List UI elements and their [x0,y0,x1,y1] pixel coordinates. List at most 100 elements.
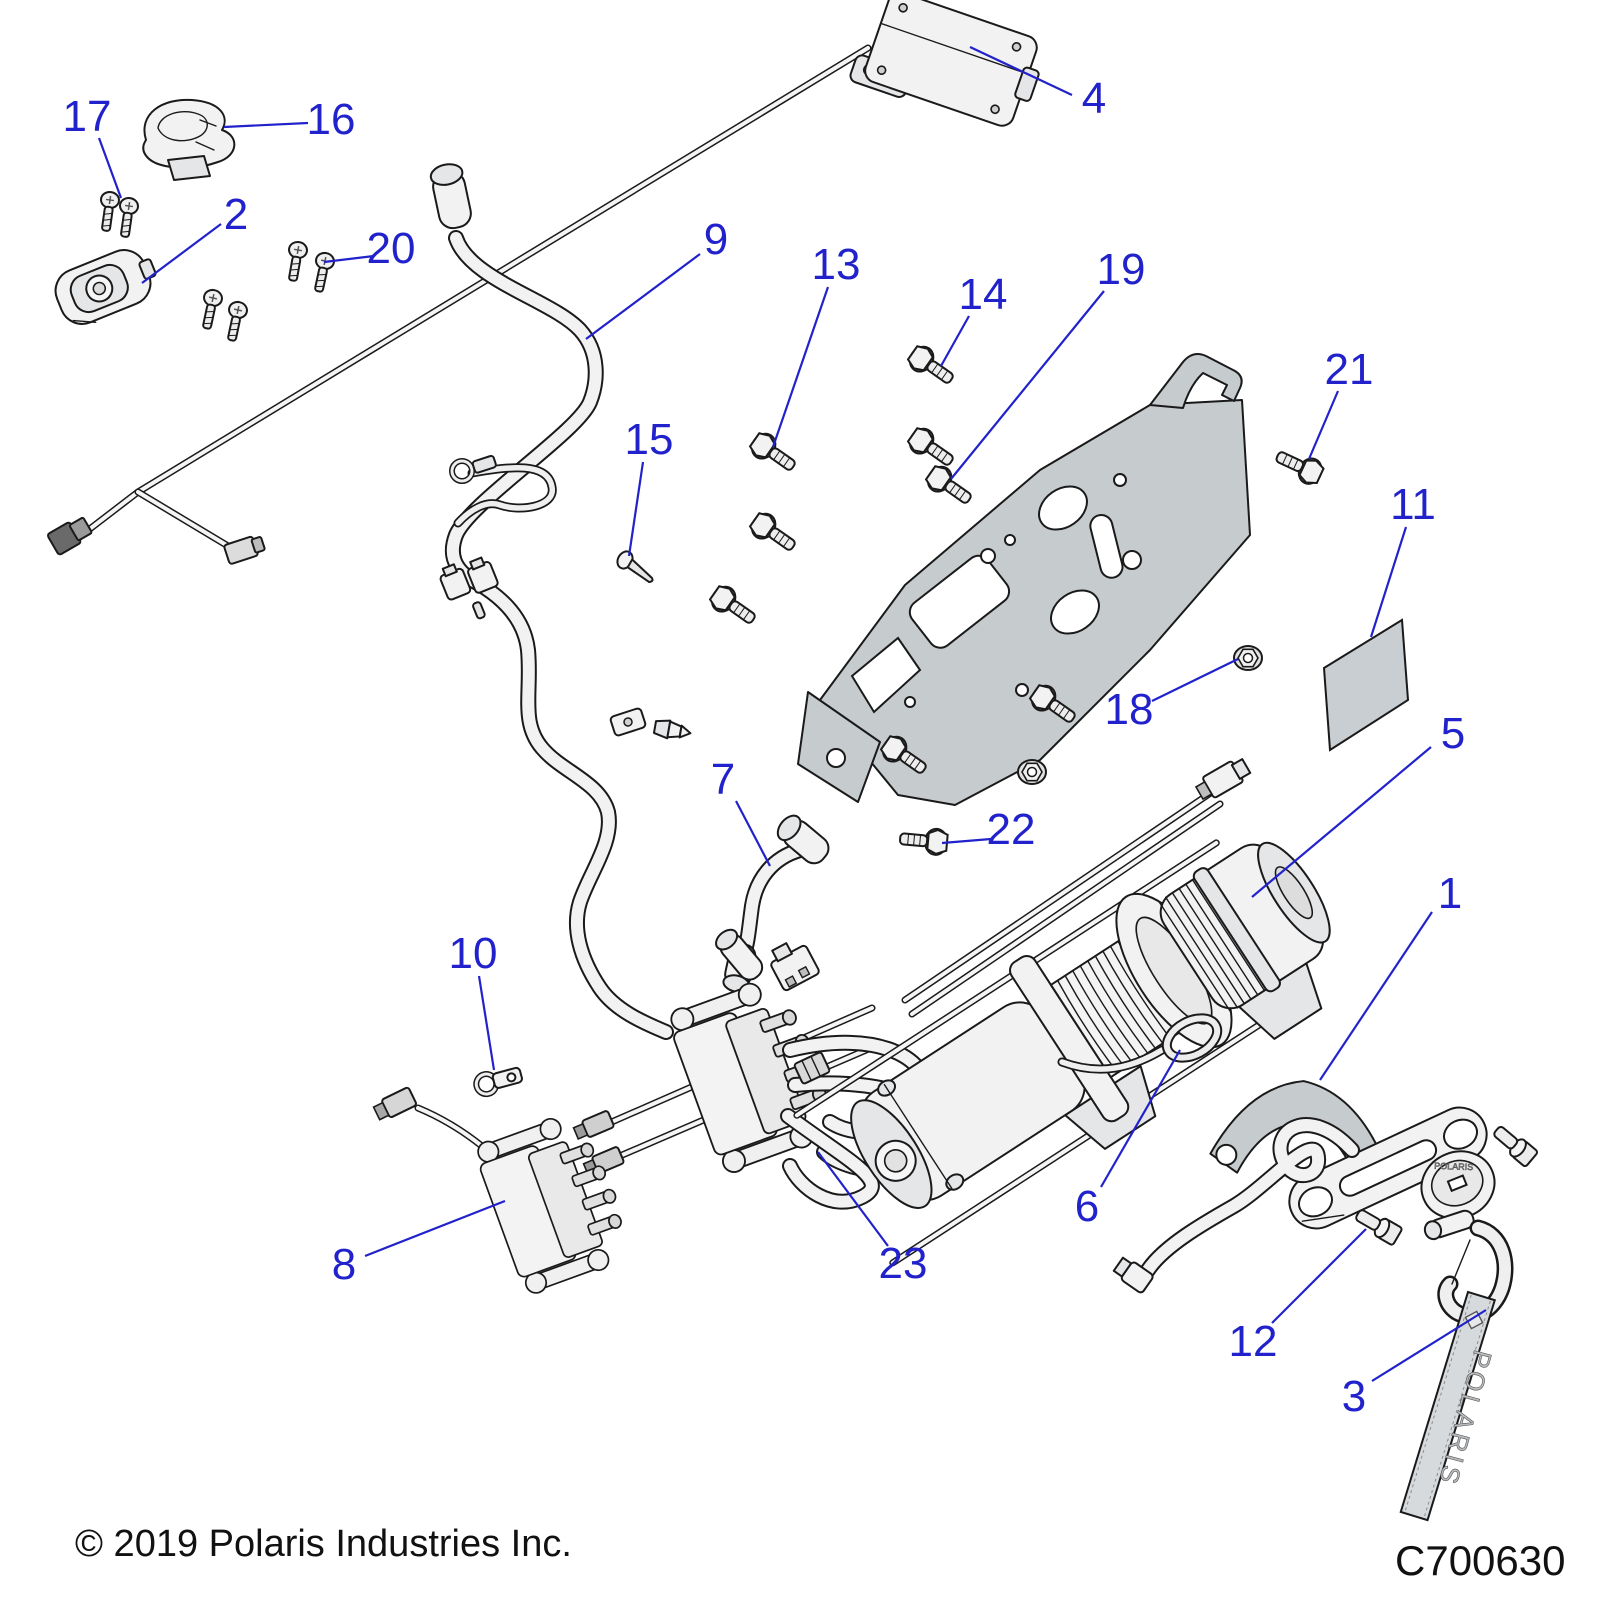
rubber-stopper: POLARIS [1420,1150,1496,1220]
callout-2-label: 2 [224,190,248,239]
jumper-boot-top [776,814,830,865]
stopper-text: POLARIS [1434,1161,1473,1172]
harness-connector-left [47,516,93,556]
callout-5-label: 5 [1441,709,1465,758]
callout-4: 4 [969,46,1106,123]
screw-20-a [282,239,310,284]
callout-3-label: 3 [1342,1372,1366,1421]
callout-15-label: 15 [625,415,674,464]
callout-12: 12 [1229,1228,1367,1366]
callout-7-label: 7 [711,755,735,804]
winch-assembly [793,839,1331,1267]
wire-harness [47,44,872,565]
callout-21-label: 21 [1325,345,1374,394]
callout-14-label: 14 [959,270,1008,319]
callouts: 1 2 3 4 5 6 7 8 9 10 11 12 13 14 15 16 1… [63,46,1487,1421]
callout-2: 2 [141,190,248,284]
hook-latch [1451,1239,1471,1285]
mid-connector [793,1051,831,1085]
callout-5: 5 [1251,709,1465,898]
callout-8-label: 8 [332,1240,356,1289]
contactor-8 [471,1105,639,1298]
callout-16-label: 16 [307,95,356,144]
rope-eye [1161,1013,1223,1063]
callout-1-label: 1 [1438,869,1462,918]
callout-3: 3 [1342,1309,1487,1421]
winch-control-box [849,0,1040,127]
callout-11-label: 11 [1390,480,1436,529]
screw-17-a [95,189,122,233]
callout-18: 18 [1105,658,1239,734]
callout-6-label: 6 [1075,1182,1099,1231]
callout-12-label: 12 [1229,1317,1278,1366]
winch-power-wires [901,758,1252,1018]
hook-pin [1423,1209,1475,1241]
callout-11: 11 [1369,480,1436,638]
screw-20-b [308,250,337,295]
callout-10-label: 10 [449,929,498,978]
flange-bolt-13 [746,428,802,479]
cable-clamp-pair [439,556,499,620]
ring-terminal [449,454,497,484]
callout-8: 8 [332,1199,506,1289]
copyright-text: © 2019 Polaris Industries Inc. [75,1523,572,1565]
flange-bolt-b [706,581,762,632]
battery-cable [429,163,692,1040]
callout-14: 14 [940,270,1008,367]
callout-10: 10 [449,929,498,1071]
socket-bolt-12a [1489,1121,1540,1169]
callout-19-label: 19 [1097,245,1146,294]
callout-17: 17 [63,92,123,199]
callout-9-label: 9 [704,215,728,264]
callout-16: 16 [223,95,356,144]
callout-6: 6 [1075,1049,1181,1231]
part-code-text: C700630 [1395,1537,1565,1584]
remote-transmitter [54,249,157,325]
callout-21: 21 [1307,345,1374,460]
mounting-bracket-plate [797,353,1251,806]
flange-nut-18 [1233,645,1263,671]
power-wire-connector [1194,758,1252,801]
callout-4-label: 4 [1082,74,1106,123]
screw-2-b [221,299,250,344]
callout-9: 9 [585,215,728,340]
fairlead-power-cable [1112,1117,1360,1294]
callout-13-label: 13 [812,240,861,289]
rail-end-connector-a [572,1110,615,1140]
callout-23-label: 23 [879,1239,928,1288]
screw-2-a [196,287,225,332]
callout-22: 22 [941,805,1036,854]
callout-18-label: 18 [1105,685,1154,734]
rivet-pin-15 [616,550,654,584]
harness-connector-right [223,535,266,565]
fairlead [1288,1106,1488,1230]
remote-holder [142,98,236,181]
cable-clamp-block [609,707,647,737]
callout-15: 15 [625,415,674,557]
callout-19: 19 [950,245,1146,480]
callout-20: 20 [323,224,416,273]
callout-20-label: 20 [367,224,416,273]
harness-connector-block [770,942,820,992]
warning-decal [1322,618,1410,752]
callout-23: 23 [817,1151,928,1288]
winch-motor [850,1001,1086,1209]
flange-bolt-a [746,508,802,559]
socket-bolt-12b [1351,1204,1404,1247]
callout-13: 13 [771,240,861,448]
power-cable-connector [1112,1256,1154,1294]
callout-22-label: 22 [987,805,1036,854]
winch-gear-housing [1158,841,1331,1013]
flange-bolt-21 [1271,443,1327,489]
flange-bolt-22 [898,824,950,857]
callout-17-label: 17 [63,92,112,141]
flange-nut-b [1017,759,1047,785]
callout-7: 7 [711,755,771,867]
harness-boot [715,928,764,981]
flange-bolt-19 [922,461,978,512]
push-clip [652,719,692,740]
p-clamp-10 [473,1066,523,1098]
cable-boot [429,163,472,230]
